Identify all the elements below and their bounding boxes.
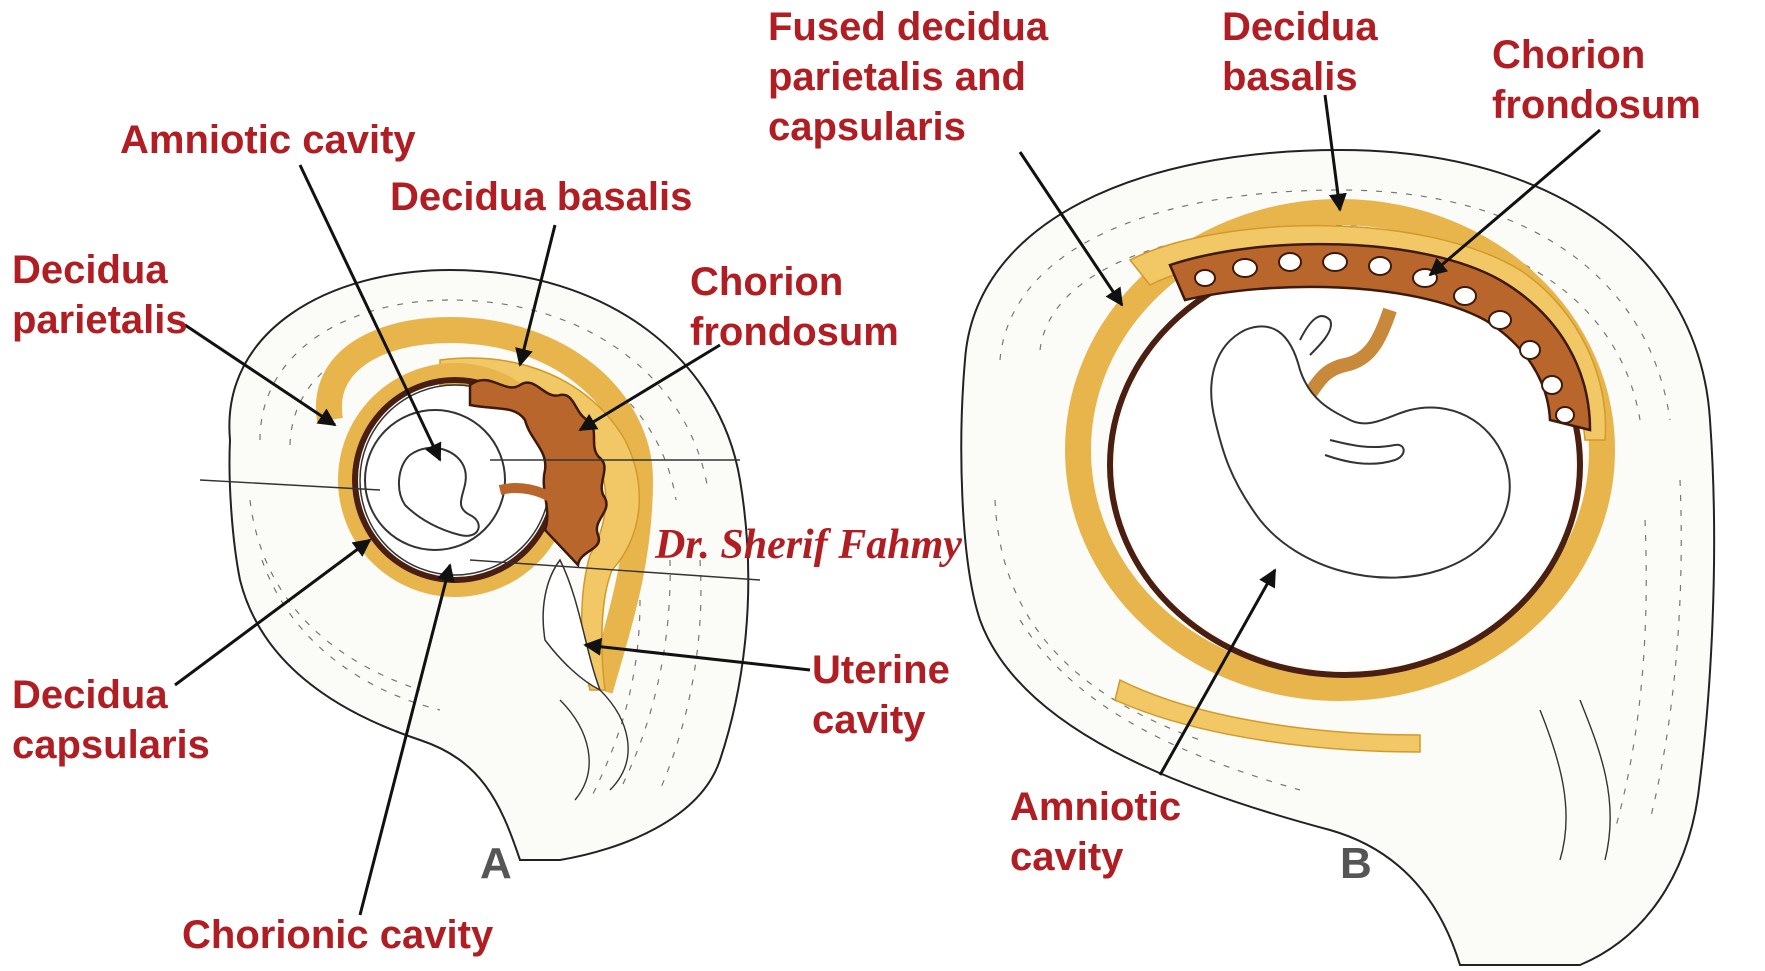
label-b-decidua-basalis-line1: Decidua bbox=[1222, 5, 1378, 49]
label-decidua-capsularis-line2: capsularis bbox=[12, 723, 210, 767]
label-uterine-cavity-line2: cavity bbox=[812, 698, 926, 742]
label-decidua-capsularis-line1: Decidua bbox=[12, 673, 168, 717]
label-uterine-cavity-line1: Uterine bbox=[812, 648, 950, 692]
panel-b-letter: B bbox=[1340, 839, 1372, 888]
label-chorion-frondosum-line2: frondosum bbox=[690, 310, 899, 354]
label-fused-decidua-line3: capsularis bbox=[768, 105, 966, 149]
label-decidua-parietalis-line1: Decidua bbox=[12, 248, 168, 292]
panel-a-letter: A bbox=[480, 839, 512, 888]
label-amniotic-cavity: Amniotic cavity bbox=[120, 118, 416, 162]
label-decidua-basalis: Decidua basalis bbox=[390, 175, 692, 219]
label-chorionic-cavity: Chorionic cavity bbox=[182, 913, 494, 957]
label-chorion-frondosum-line1: Chorion bbox=[690, 260, 843, 304]
label-b-amniotic-cavity-line1: Amniotic bbox=[1010, 785, 1181, 829]
label-decidua-parietalis-line2: parietalis bbox=[12, 298, 188, 342]
label-b-chorion-frondosum-line1: Chorion bbox=[1492, 33, 1645, 77]
label-fused-decidua-line1: Fused decidua bbox=[768, 5, 1049, 49]
label-b-decidua-basalis-line2: basalis bbox=[1222, 55, 1358, 99]
panel-b: Fused decidua parietalis and capsularis … bbox=[768, 5, 1714, 965]
label-b-chorion-frondosum-line2: frondosum bbox=[1492, 83, 1701, 127]
label-b-amniotic-cavity-line2: cavity bbox=[1010, 835, 1124, 879]
watermark-signature: Dr. Sherif Fahmy bbox=[654, 522, 962, 568]
label-fused-decidua-line2: parietalis and bbox=[768, 55, 1026, 99]
